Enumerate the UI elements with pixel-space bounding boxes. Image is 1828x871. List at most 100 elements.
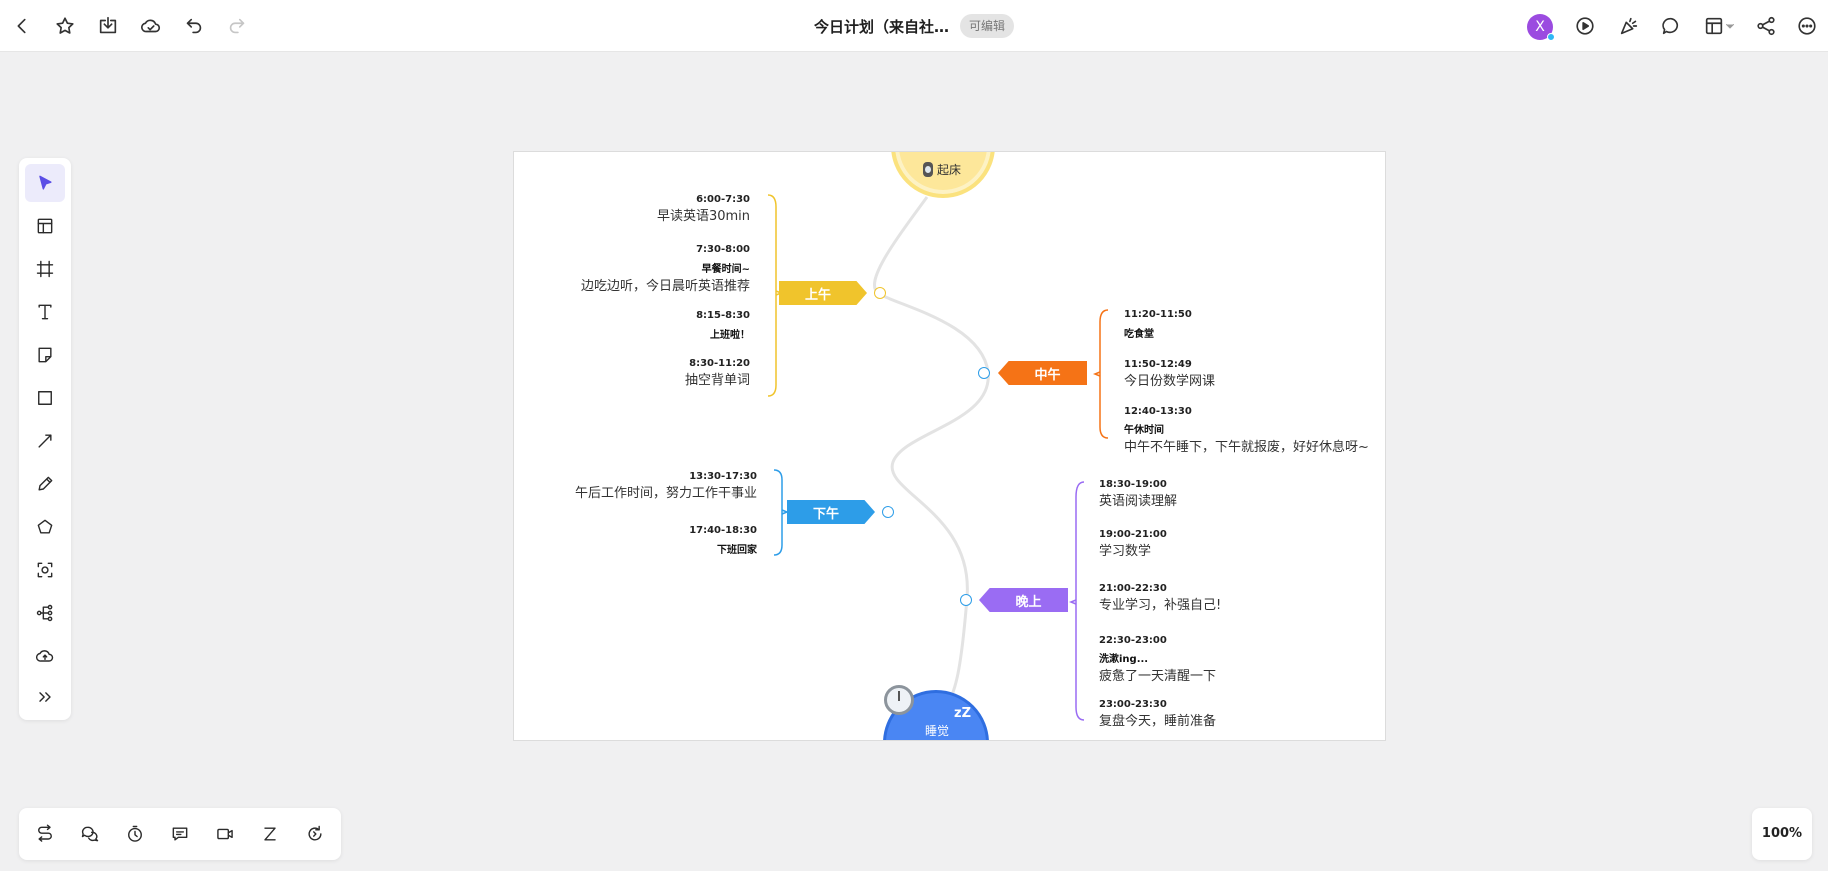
comment-icon[interactable] (1657, 12, 1685, 40)
shape-icon[interactable] (25, 508, 65, 546)
list-item[interactable]: 11:50-12:49 今日份数学网课 (1124, 359, 1215, 389)
celebrate-icon[interactable] (1615, 12, 1643, 40)
item-time: 17:40-18:30 (689, 525, 757, 536)
watch-icon (923, 162, 933, 177)
item-time: 6:00-7:30 (696, 194, 750, 205)
list-item[interactable]: 8:30-11:20 抽空背单词 (685, 358, 750, 388)
item-time: 23:00-23:30 (1099, 699, 1167, 710)
back-icon[interactable] (8, 12, 36, 40)
item-bold: 上班啦！ (710, 330, 750, 341)
avatar[interactable]: X (1527, 14, 1555, 41)
pen-icon[interactable] (25, 465, 65, 503)
branch-evening-collapse[interactable] (960, 594, 972, 606)
branch-morning-collapse[interactable] (874, 287, 886, 299)
item-text: 疲惫了一天清醒一下 (1099, 669, 1217, 684)
star-icon[interactable] (51, 12, 79, 40)
list-item[interactable]: 12:40-13:30 午休时间 中午不午睡下，下午就报废，好好休息呀~ (1124, 406, 1369, 455)
item-bold: 吃食堂 (1124, 329, 1154, 340)
list-item[interactable]: 11:20-11:50 吃食堂 (1124, 309, 1192, 340)
frame-icon[interactable] (25, 250, 65, 288)
item-time: 11:50-12:49 (1124, 359, 1192, 370)
item-text: 复盘今天，睡前准备 (1099, 714, 1217, 729)
item-time: 7:30-8:00 (696, 244, 750, 255)
sleep-zz-mark: zZ (954, 706, 971, 721)
refresh-icon[interactable] (299, 818, 331, 850)
bottom-toolbar (19, 808, 341, 860)
list-item[interactable]: 18:30-19:00 英语阅读理解 (1099, 479, 1177, 509)
item-text: 午后工作时间，努力工作干事业 (574, 486, 757, 501)
list-item[interactable]: 21:00-22:30 专业学习，补强自己! (1099, 583, 1221, 613)
item-time: 12:40-13:30 (1124, 406, 1192, 417)
left-toolbar (19, 158, 71, 720)
item-time: 13:30-17:30 (689, 471, 757, 482)
present-icon[interactable] (1571, 12, 1599, 40)
item-bold: 午休时间 (1124, 425, 1164, 436)
chevron-down-icon[interactable] (1722, 12, 1738, 40)
editable-badge: 可编辑 (960, 14, 1015, 38)
wake-up-label: 起床 (937, 163, 962, 177)
item-time: 19:00-21:00 (1099, 529, 1167, 540)
list-item[interactable]: 17:40-18:30 下班回家 (689, 525, 757, 556)
online-status-dot (1547, 33, 1555, 41)
upload-icon[interactable] (25, 637, 65, 675)
item-time: 21:00-22:30 (1099, 583, 1167, 594)
redo-icon[interactable] (223, 12, 251, 40)
list-item[interactable]: 19:00-21:00 学习数学 (1099, 529, 1167, 559)
share-icon[interactable] (1752, 12, 1780, 40)
layout-icon[interactable] (1700, 12, 1728, 40)
capture-icon[interactable] (25, 551, 65, 589)
item-time: 11:20-11:50 (1124, 309, 1192, 320)
branch-noon-label: 中午 (1034, 367, 1061, 383)
item-text: 专业学习，补强自己! (1099, 598, 1222, 613)
select-icon[interactable] (25, 164, 65, 202)
top-bar: 今日计划（来自社… 可编辑 X (0, 0, 1828, 52)
text-icon[interactable] (25, 293, 65, 331)
avatar-letter: X (1535, 19, 1545, 35)
list-item[interactable]: 23:00-23:30 复盘今天，睡前准备 (1099, 699, 1216, 729)
document-title[interactable]: 今日计划（来自社… (814, 18, 950, 36)
list-item[interactable]: 6:00-7:30 早读英语30min (657, 194, 750, 224)
chat-icon[interactable] (74, 818, 106, 850)
branch-evening[interactable]: 晚上 (979, 588, 1068, 612)
item-bold: 下班回家 (717, 545, 757, 556)
cloud-icon[interactable] (137, 12, 165, 40)
list-item[interactable]: 8:15-8:30 上班啦！ (696, 310, 750, 341)
timer-icon[interactable] (119, 818, 151, 850)
sleep-z-icon[interactable] (254, 818, 286, 850)
mindmap-icon[interactable] (25, 594, 65, 632)
video-icon[interactable] (209, 818, 241, 850)
item-text: 抽空背单词 (684, 373, 750, 388)
branch-noon-collapse[interactable] (978, 367, 990, 379)
template-icon[interactable] (25, 207, 65, 245)
item-text: 边吃边听，今日晨听英语推荐 (580, 279, 750, 294)
message-icon[interactable] (164, 818, 196, 850)
branch-morning[interactable]: 上午 (779, 281, 867, 305)
sticky-note-icon[interactable] (25, 336, 65, 374)
branch-noon[interactable]: 中午 (998, 361, 1087, 385)
undo-icon[interactable] (180, 12, 208, 40)
item-text: 早读英语30min (656, 209, 750, 224)
list-item[interactable]: 7:30-8:00 早餐时间~ 边吃边听，今日晨听英语推荐 (581, 244, 750, 294)
line-icon[interactable] (25, 422, 65, 460)
expand-icon[interactable] (25, 678, 65, 716)
clock-icon (884, 685, 914, 715)
item-bold: 早餐时间~ (701, 264, 750, 275)
item-text: 学习数学 (1099, 544, 1152, 559)
switch-icon[interactable] (29, 818, 61, 850)
rectangle-icon[interactable] (25, 379, 65, 417)
list-item[interactable]: 22:30-23:00 洗漱ing... 疲惫了一天清醒一下 (1099, 635, 1216, 684)
sleep-label: 睡觉 (925, 724, 950, 738)
list-item[interactable]: 13:30-17:30 午后工作时间，努力工作干事业 (575, 471, 757, 501)
zoom-level[interactable]: 100% (1752, 808, 1812, 860)
item-text: 今日份数学网课 (1124, 374, 1216, 389)
branch-afternoon[interactable]: 下午 (787, 500, 875, 524)
item-time: 18:30-19:00 (1099, 479, 1167, 490)
mindmap-canvas[interactable]: 起床 睡觉 zZ 上午 中午 下午 晚上 6:00-7:30 早读英语30min… (513, 151, 1386, 741)
branch-morning-label: 上午 (804, 287, 831, 303)
item-time: 22:30-23:00 (1099, 635, 1167, 646)
download-icon[interactable] (94, 12, 122, 40)
more-icon[interactable] (1793, 12, 1821, 40)
branch-afternoon-collapse[interactable] (882, 506, 894, 518)
item-text: 英语阅读理解 (1099, 494, 1178, 509)
item-bold: 洗漱ing... (1099, 654, 1149, 665)
